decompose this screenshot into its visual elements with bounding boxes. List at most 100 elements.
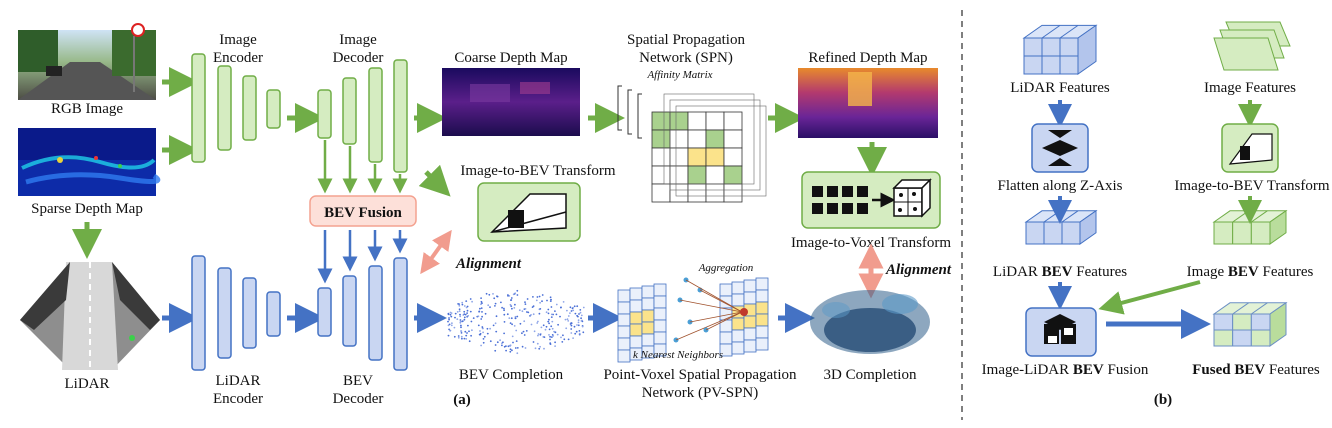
bev-point [459, 315, 462, 318]
bev-fusion-label: BEV Fusion [324, 205, 402, 221]
bev-point [463, 313, 466, 315]
refined-depth-label: Refined Depth Map [808, 50, 927, 66]
bev-point [513, 325, 516, 327]
bev-point [579, 309, 582, 311]
bev-point [494, 302, 497, 305]
bev-point [488, 293, 491, 296]
spn-grid-cell [669, 111, 689, 131]
pvspn-grid-cell [641, 309, 655, 323]
bev-point [492, 293, 494, 295]
bev-point [535, 299, 538, 302]
aggregation-label: Aggregation [698, 262, 754, 274]
bev-point [458, 308, 461, 311]
spn-grid-cell [669, 147, 689, 167]
aggregation-line [685, 279, 744, 313]
bev-point [503, 332, 505, 335]
bev-point [549, 335, 551, 338]
bev-point [543, 347, 545, 350]
bev-point [501, 344, 503, 347]
pvspn-grid-cell [743, 315, 757, 329]
bev-point [494, 344, 497, 346]
bev-point [507, 294, 509, 296]
pvspn-label-2: Network (PV-SPN) [642, 385, 759, 401]
bev-point [482, 331, 484, 334]
bev-point [566, 309, 568, 312]
bev-point [550, 325, 553, 328]
bev-point [456, 318, 459, 320]
bev-point [547, 312, 550, 315]
bev-point [481, 315, 483, 318]
pvspn-grid-cell [653, 319, 667, 333]
bev-point [513, 307, 516, 309]
bev-point [544, 328, 547, 331]
bev-point [552, 335, 555, 337]
bev-point [541, 294, 544, 296]
pvspn-grid-cell [755, 301, 769, 315]
bev-point [523, 320, 526, 323]
bev-point [515, 340, 518, 342]
lidar-encoder-label-1: LiDAR [216, 373, 261, 389]
bev-point [569, 306, 572, 309]
bev-point [508, 317, 511, 319]
bev-point [514, 315, 517, 318]
pvspn-grid-cell [629, 287, 643, 301]
bev-point [570, 324, 573, 327]
spn-grid-cell [651, 147, 671, 167]
bev-point [449, 329, 451, 332]
pvspn-grid-cell [731, 329, 745, 343]
bev-point [527, 311, 530, 314]
bev-point [450, 324, 453, 327]
rgb-image [18, 23, 156, 100]
bev-point [467, 314, 470, 317]
decoder-to-fusion-arrows [317, 140, 408, 194]
pvspn-grid-cell [641, 333, 655, 347]
bev-point [460, 335, 463, 338]
image-encoder-label-2: Encoder [213, 50, 263, 66]
bev-point [484, 312, 487, 315]
bev-point [505, 345, 507, 347]
knn-label: k Nearest Neighbors [633, 349, 723, 361]
bev-point [495, 330, 498, 333]
bev-point [550, 316, 553, 318]
bev-point [572, 309, 575, 312]
image-encoder-label-1: Image [219, 32, 257, 48]
aggregation-line [705, 311, 744, 331]
bev-point [523, 334, 526, 336]
bev-point [478, 310, 480, 313]
aggregation-line [675, 310, 744, 341]
bev-point [546, 299, 548, 302]
bev-point [524, 303, 527, 305]
bev-point [524, 308, 527, 310]
bev-point [479, 307, 481, 310]
bev-point [518, 309, 521, 312]
lidar-encoder-label-2: Encoder [213, 391, 263, 407]
pvspn-grid-cell [755, 289, 769, 303]
bev-point [516, 352, 519, 355]
bev-point [510, 297, 513, 299]
spn-grid-cell [651, 165, 671, 185]
bev-point [494, 305, 496, 307]
bev-point [537, 320, 539, 323]
bev-point [516, 294, 519, 296]
bev-point [461, 303, 464, 306]
pvspn-grid-cell [653, 283, 667, 297]
bev-point [512, 293, 515, 296]
pvspn-grid-cell [731, 317, 745, 331]
bev-point [512, 341, 514, 344]
pvspn-grid-cell [731, 341, 745, 355]
frustum-b-icon [1228, 133, 1273, 165]
bev-point [511, 307, 513, 310]
bev-point [503, 321, 506, 323]
bev-point [530, 314, 532, 316]
pvspn-grid-cell [755, 277, 769, 291]
spn-grid-cell [687, 183, 707, 203]
bev-point [489, 327, 491, 330]
bev-point [448, 328, 450, 331]
bev-point [542, 324, 545, 327]
bev-point [509, 348, 512, 351]
bev-point [515, 329, 518, 332]
bev-point [468, 340, 471, 343]
bev-point [494, 349, 497, 352]
pvspn-grid-cell [653, 343, 667, 357]
